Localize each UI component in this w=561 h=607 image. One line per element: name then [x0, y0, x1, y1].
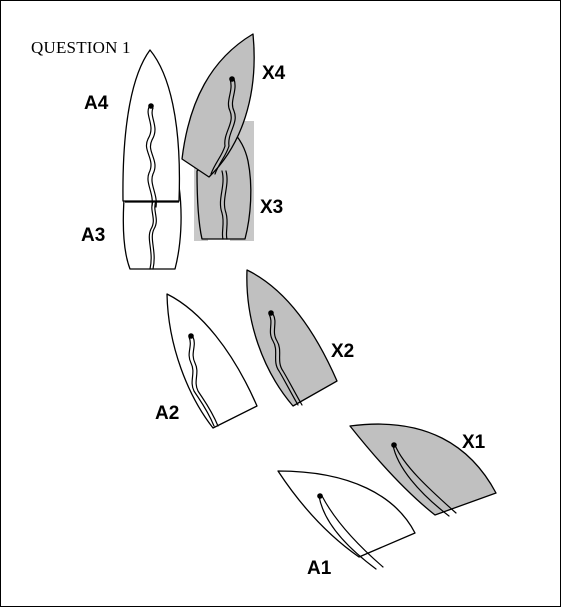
boat-x4 — [181, 33, 255, 178]
label-a4: A4 — [84, 93, 109, 114]
label-a3: A3 — [81, 225, 105, 246]
question-title: QUESTION 1 — [31, 38, 131, 57]
label-a2: A2 — [155, 403, 179, 424]
label-x1: X1 — [462, 432, 486, 453]
boat-a4 — [122, 49, 181, 208]
label-a1: A1 — [307, 558, 332, 579]
boat-x1 — [349, 423, 497, 517]
boat-a2 — [166, 293, 258, 429]
boat-a3 — [122, 185, 182, 270]
boat-a1 — [277, 470, 416, 570]
label-x3: X3 — [260, 197, 283, 218]
boat-x2 — [246, 269, 338, 407]
label-x4: X4 — [262, 63, 286, 84]
label-x2: X2 — [331, 341, 354, 362]
